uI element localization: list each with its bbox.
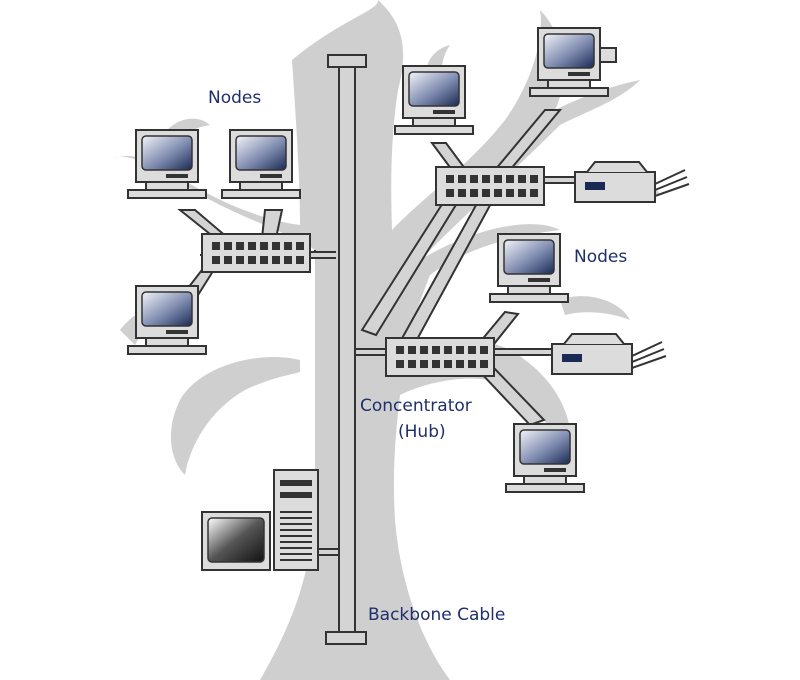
concentrator-hub-left <box>201 233 311 273</box>
node-computer <box>221 129 301 199</box>
concentrator-hub-upper-right <box>435 166 545 206</box>
nodes-label-left: Nodes <box>208 88 261 108</box>
concentrator-label: Concentrator <box>360 396 472 416</box>
backbone-cable <box>325 54 367 645</box>
node-computer <box>489 233 569 303</box>
concentrator-hub-lower-right <box>385 337 495 377</box>
node-computer <box>505 423 585 493</box>
node-computer <box>127 285 207 355</box>
server-workstation <box>201 469 319 571</box>
hub-label: (Hub) <box>398 422 446 442</box>
nodes-label-right: Nodes <box>574 247 627 267</box>
backbone-cable-label: Backbone Cable <box>368 605 505 625</box>
node-computer <box>394 65 474 135</box>
peripheral-box <box>599 47 617 63</box>
printer-icon <box>551 333 667 375</box>
printer-icon <box>574 161 690 203</box>
